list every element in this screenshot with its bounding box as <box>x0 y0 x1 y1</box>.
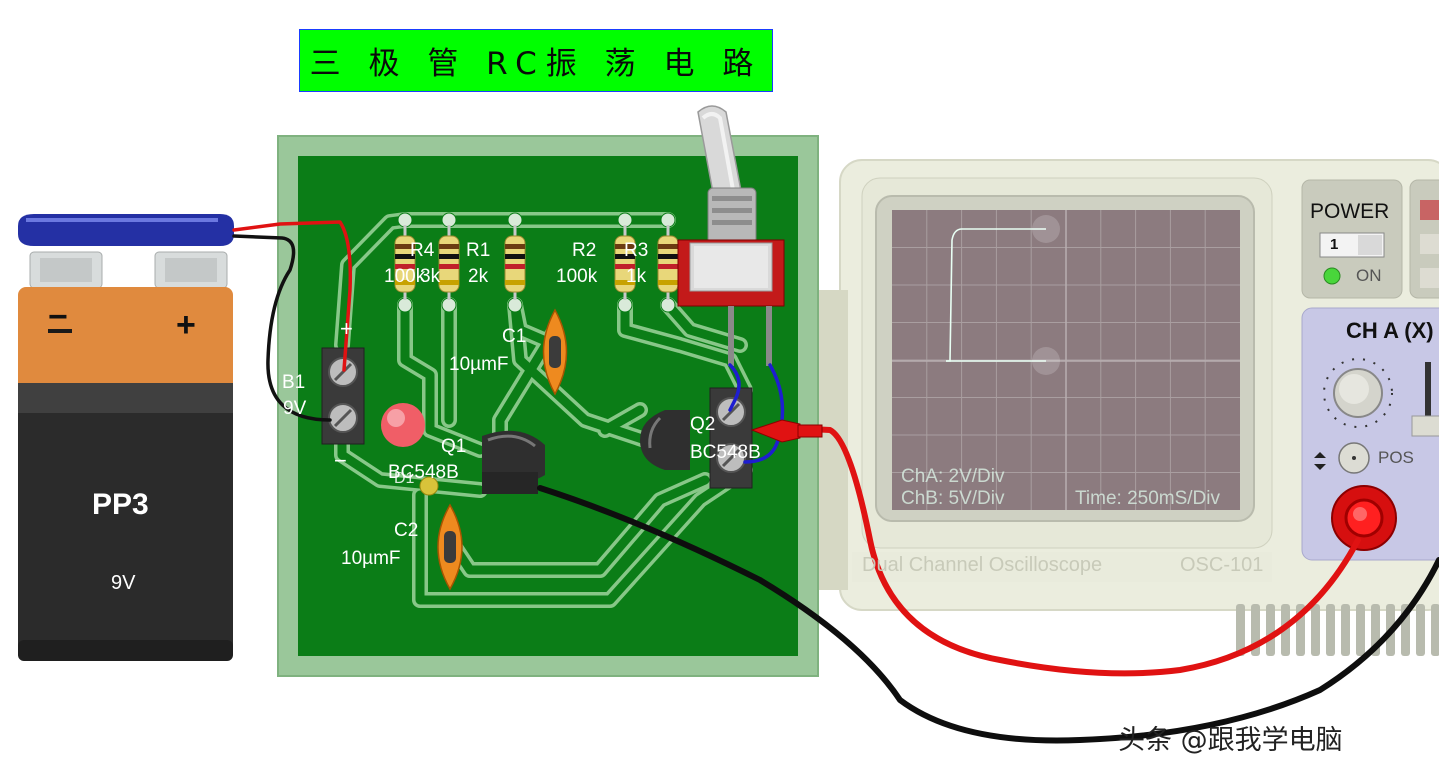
chb-scale-label: ChB: 5V/Div <box>901 488 1005 509</box>
pos-label: POS <box>1378 448 1414 467</box>
r4-name-label: R4 <box>410 240 435 261</box>
b1-minus-label: − <box>334 448 347 473</box>
r5-name-label: R3 <box>624 240 649 261</box>
resistor-r4 <box>394 225 416 300</box>
battery-minus-label: − <box>48 298 68 336</box>
resistor-r2 <box>614 225 636 300</box>
time-scale-label: Time: 250mS/Div <box>1075 488 1220 509</box>
q2-name-label: Q2 <box>690 414 716 435</box>
resistor-r1a <box>438 225 460 300</box>
q1-name-label: Q1 <box>441 436 467 457</box>
terminal-output <box>709 387 753 489</box>
c1-name-label: C1 <box>502 326 527 347</box>
c2-name-label: C2 <box>394 520 419 541</box>
pos-knob[interactable] <box>1338 442 1370 474</box>
r2-value-label: 100k <box>556 266 598 287</box>
cha-scale-label: ChA: 2V/Div <box>901 466 1005 487</box>
r2-name-label: R2 <box>572 240 597 261</box>
power-led <box>1323 267 1341 285</box>
r1-name-label: R1 <box>466 240 491 261</box>
q1-part-label: BC548B <box>388 462 459 483</box>
q2-part-label: BC548B <box>690 442 761 463</box>
power-switch-value: 1 <box>1330 236 1339 253</box>
watermark: 头条 @跟我学电脑 <box>1118 725 1343 756</box>
d1-name-label: D1 <box>394 470 415 487</box>
b1-plus-label: + <box>340 316 353 341</box>
c1-value-label: 10µmF <box>449 354 509 375</box>
oscilloscope-brand: Dual Channel Oscilloscope <box>862 554 1103 576</box>
battery-plus-label: + <box>176 306 196 344</box>
transistor-q2 <box>640 410 690 470</box>
toggle-switch[interactable] <box>677 105 785 366</box>
diode-d1 <box>419 476 439 496</box>
capacitor-c1 <box>542 308 568 396</box>
r5-value-label: 1k <box>626 266 647 287</box>
cha-volts-knob[interactable] <box>1323 358 1393 428</box>
battery-type-label: PP3 <box>92 488 149 521</box>
oscilloscope-model: OSC-101 <box>1180 554 1264 576</box>
probe-tip[interactable] <box>750 419 823 443</box>
resistor-r3 <box>657 225 679 300</box>
b1-value-label: 9V <box>283 398 307 419</box>
oscilloscope <box>818 159 1439 656</box>
transistor-q1 <box>482 430 545 494</box>
title-banner: 三 极 管 RC振 荡 电 路 <box>299 29 773 92</box>
red-led <box>381 403 425 447</box>
cha-header: CH A (X) <box>1346 318 1434 343</box>
capacitor-c2 <box>437 503 463 591</box>
r1-value-label: 2k <box>468 266 489 287</box>
b1-name-label: B1 <box>282 372 306 393</box>
trace-cha <box>946 228 1046 362</box>
c2-value-label: 10µmF <box>341 548 401 569</box>
cha-input-socket[interactable] <box>1331 485 1397 551</box>
r3k-value-label: 3k <box>420 266 441 287</box>
r4-value-label: 100k <box>384 266 426 287</box>
battery-minus-sign-bar <box>48 329 72 333</box>
battery-pp3 <box>18 214 234 661</box>
battery-voltage-label: 9V <box>111 572 136 594</box>
power-label: POWER <box>1310 200 1390 223</box>
resistor-r1 <box>504 225 526 300</box>
title-text: 三 极 管 RC振 荡 电 路 <box>309 46 763 82</box>
on-label: ON <box>1356 266 1382 285</box>
